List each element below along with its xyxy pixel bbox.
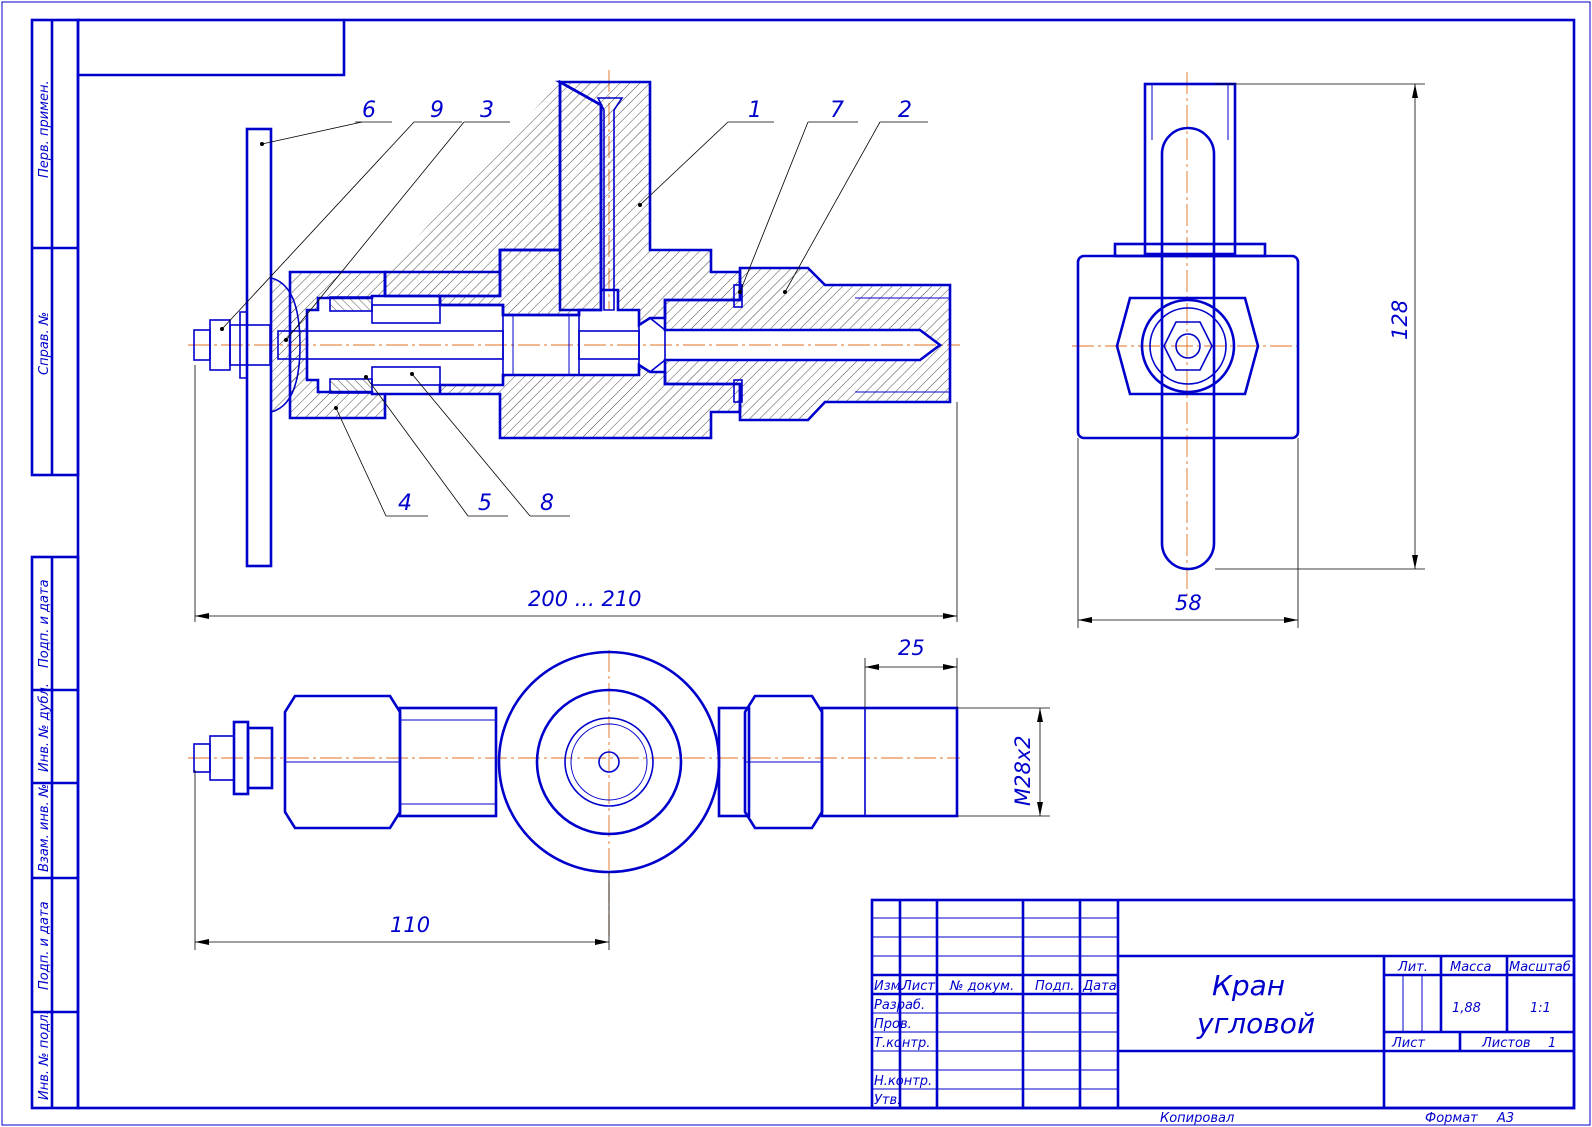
part-label-5: 5 xyxy=(478,491,492,516)
part-label-8: 8 xyxy=(540,491,554,516)
tb-col-izm: Изм. xyxy=(874,979,905,994)
tb-lit: Лит. xyxy=(1397,960,1428,975)
title-block: Изм. Лист № докум. Подп. Дата Разраб. Пр… xyxy=(870,898,1576,1110)
dim-thread-length: 25 xyxy=(864,636,958,708)
margin-perv-primen: Перв. примен. xyxy=(37,80,52,178)
margin-inv-dubl: Инв. № дубл. xyxy=(37,683,52,772)
tb-listov-value: 1 xyxy=(1548,1036,1556,1051)
tb-col-list: Лист xyxy=(901,979,935,994)
side-margin: Перв. примен. Справ. № Подп. и дата Инв.… xyxy=(30,18,80,1110)
footer-kopiroval: Копировал xyxy=(1160,1111,1234,1126)
tb-massa: Масса xyxy=(1450,960,1491,975)
part-label-1: 1 xyxy=(748,98,762,123)
dim-width-side-text: 58 xyxy=(1175,591,1202,615)
dim-thread-size: M28x2 xyxy=(957,707,1050,817)
dim-axis-offset: 110 xyxy=(194,770,610,950)
tb-listov: Листов xyxy=(1481,1036,1531,1051)
tb-row-nkontr: Н.контр. xyxy=(874,1074,932,1089)
tb-col-doc: № докум. xyxy=(949,979,1014,994)
tb-row-tkontr: Т.контр. xyxy=(874,1036,930,1051)
front-section-view xyxy=(188,70,960,568)
dim-axis-offset-text: 110 xyxy=(390,913,430,937)
tb-list: Лист xyxy=(1391,1036,1425,1051)
part-label-4: 4 xyxy=(398,491,412,516)
part-label-7: 7 xyxy=(830,98,844,123)
side-view xyxy=(1072,72,1300,600)
margin-inv-podl: Инв. № подл. xyxy=(37,1010,52,1100)
top-view xyxy=(188,650,960,940)
tb-masshtab: Масштаб xyxy=(1509,960,1571,975)
part-leaders: 6 9 3 1 7 2 4 5 8 xyxy=(220,98,928,517)
tb-title-line1: Кран xyxy=(1212,969,1285,1002)
part-label-3: 3 xyxy=(480,98,494,123)
part-label-9: 9 xyxy=(430,98,444,123)
dim-overall-length: 200 ... 210 xyxy=(194,365,958,622)
tb-scale-value: 1:1 xyxy=(1530,1001,1551,1016)
margin-podp-data-2: Подп. и дата xyxy=(37,901,52,990)
dim-width-side: 58 xyxy=(1077,438,1299,628)
margin-podp-data-1: Подп. и дата xyxy=(37,579,52,668)
tb-title-line2: угловой xyxy=(1196,1007,1315,1040)
dim-thread-size-text: M28x2 xyxy=(1011,735,1035,806)
part-label-2: 2 xyxy=(898,98,912,123)
tb-row-prov: Пров. xyxy=(874,1017,912,1032)
margin-vzam-inv: Взам. инв. № xyxy=(37,784,52,872)
sheet-footer: Копировал Формат А3 xyxy=(1160,1111,1514,1126)
dim-height-side: 128 xyxy=(1215,83,1425,570)
dim-thread-length-text: 25 xyxy=(898,636,925,660)
tb-col-data: Дата xyxy=(1082,979,1117,994)
tb-massa-value: 1,88 xyxy=(1452,1001,1481,1016)
margin-sprav-no: Справ. № xyxy=(37,312,52,375)
footer-format-value: А3 xyxy=(1496,1111,1514,1126)
footer-format: Формат xyxy=(1425,1111,1478,1126)
tb-row-razrab: Разраб. xyxy=(874,998,925,1013)
part-label-6: 6 xyxy=(362,98,376,123)
tb-col-podp: Подп. xyxy=(1035,979,1074,994)
dim-overall-length-text: 200 ... 210 xyxy=(528,587,642,611)
tb-row-utv: Утв. xyxy=(874,1093,901,1108)
dim-height-side-text: 128 xyxy=(1388,300,1412,340)
